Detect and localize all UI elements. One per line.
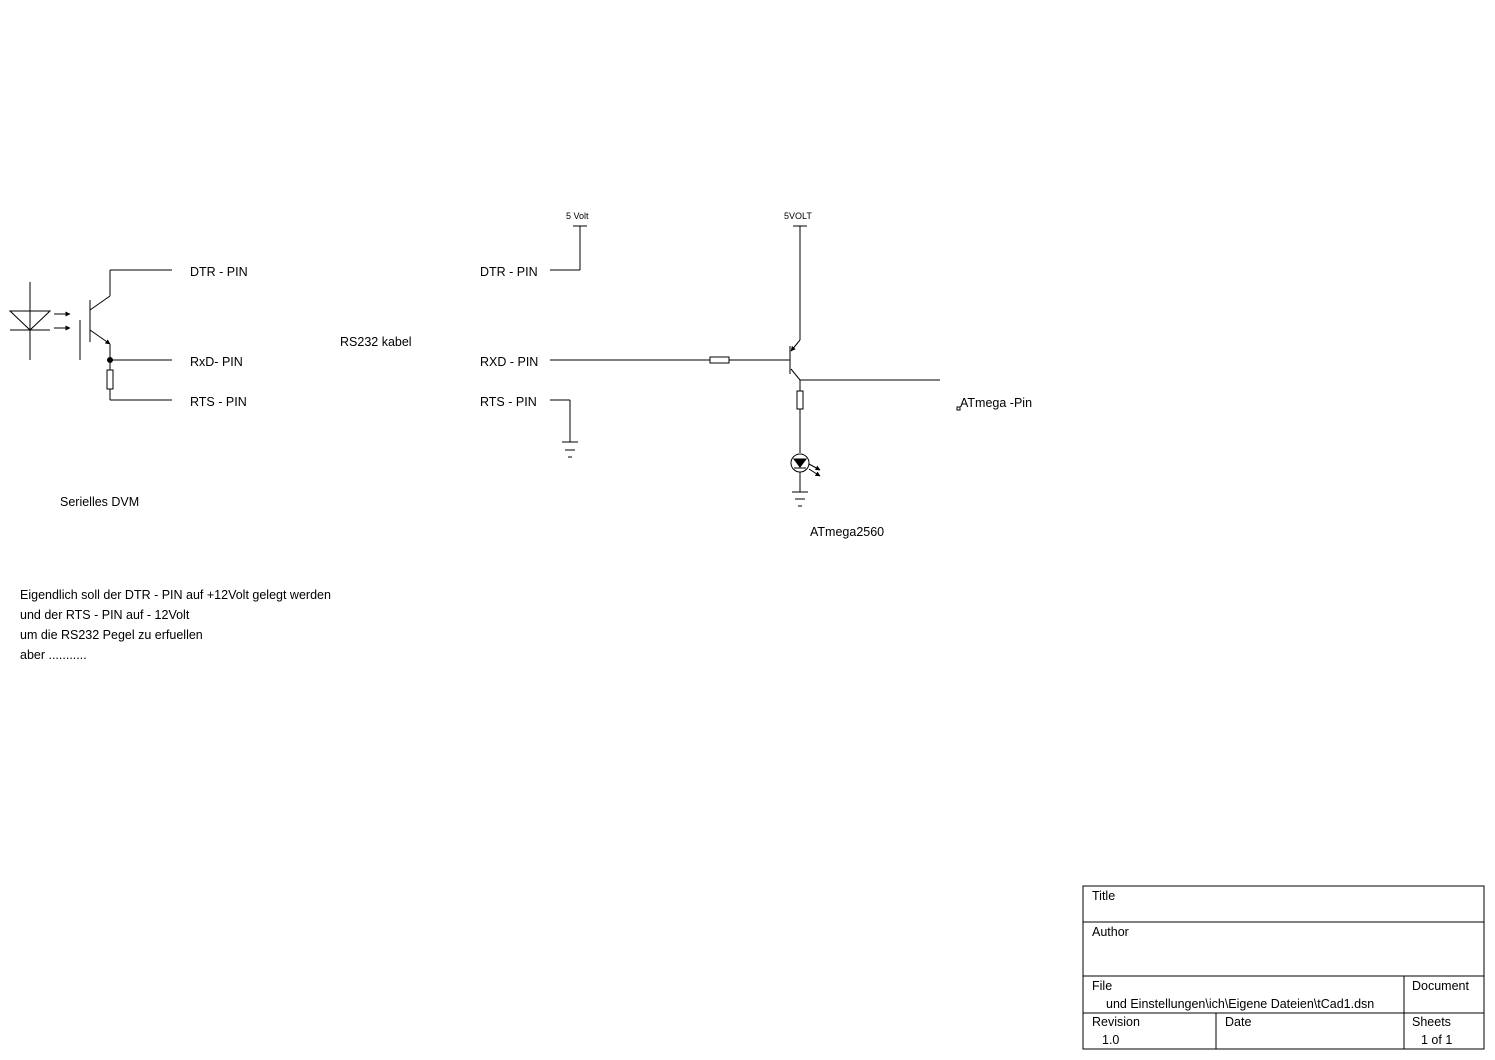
title-block-frame (1082, 885, 1485, 1050)
left-wiring (106, 269, 172, 401)
title-label: Title (1092, 889, 1116, 903)
supply-5volt-transistor-label: 5VOLT (784, 211, 812, 221)
left-dtr-pin-label: DTR - PIN (190, 265, 248, 279)
date-label: Date (1225, 1015, 1252, 1029)
note-line: um die RS232 Pegel zu erfuellen (20, 628, 203, 642)
note-line: Eigendlich soll der DTR - PIN auf +12Vol… (20, 588, 331, 602)
left-rxd-pin-label: RxD- PIN (190, 355, 243, 369)
author-label: Author (1092, 925, 1129, 939)
junction-dot (107, 357, 113, 363)
left-rts-pin-label: RTS - PIN (190, 395, 247, 409)
document-label: Document (1412, 979, 1469, 993)
note-line: und der RTS - PIN auf - 12Volt (20, 608, 190, 622)
dtr-supply-wiring (550, 225, 587, 271)
note-line: aber ........... (20, 648, 87, 662)
revision-value: 1.0 (1102, 1033, 1120, 1047)
revision-label: Revision (1092, 1015, 1140, 1029)
file-label: File (1092, 979, 1113, 993)
sheets-label: Sheets (1412, 1015, 1451, 1029)
pnp-transistor-symbol (789, 225, 807, 381)
right-rxd-pin-label: RXD - PIN (480, 355, 539, 369)
optocoupler-symbol (8, 282, 111, 360)
right-rts-pin-label: RTS - PIN (480, 395, 537, 409)
led-symbol (790, 453, 821, 507)
rxd-wiring (550, 356, 790, 364)
atmega-pin-label: ATmega -Pin (960, 396, 1033, 410)
supply-5volt-label: 5 Volt (566, 211, 589, 221)
sheets-value: 1 of 1 (1421, 1033, 1453, 1047)
file-path-value: und Einstellungen\ich\Eigene Dateien\tCa… (1106, 997, 1375, 1011)
serial-dvm-caption: Serielles DVM (60, 495, 140, 509)
atmega2560-caption: ATmega2560 (810, 525, 885, 539)
output-wiring (796, 379, 961, 453)
rts-ground-wiring (550, 399, 578, 458)
rs232-cable-label: RS232 kabel (340, 335, 412, 349)
note-text: Eigendlich soll der DTR - PIN auf +12Vol… (20, 585, 331, 665)
right-dtr-pin-label: DTR - PIN (480, 265, 538, 279)
